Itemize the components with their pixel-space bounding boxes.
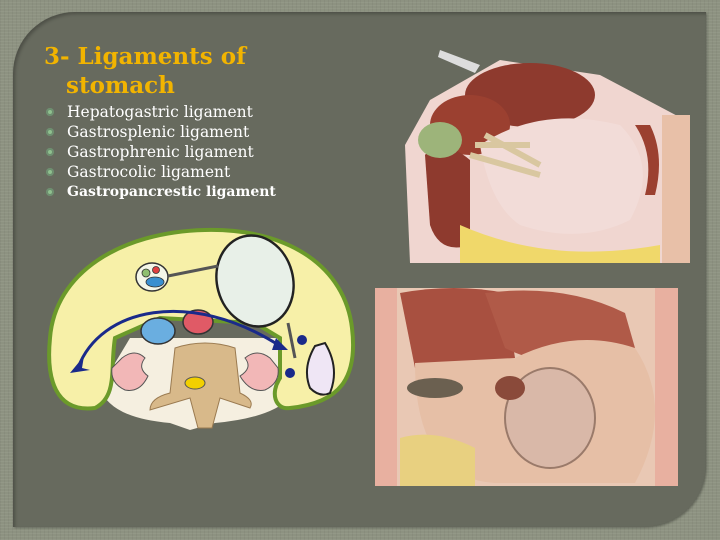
ligament-list: Hepatogastric ligament Gastrosplenic lig… (44, 102, 276, 202)
list-item: Gastrocolic ligament (44, 162, 276, 182)
bullet-icon (46, 148, 54, 156)
list-item: Gastrophrenic ligament (44, 142, 276, 162)
bullet-icon (46, 128, 54, 136)
list-item: Gastrosplenic ligament (44, 122, 276, 142)
bullet-icon (46, 168, 54, 176)
stomach-omental-bursa-anatomy-illustration-bottom (375, 288, 678, 486)
bullet-icon (46, 108, 54, 116)
list-item: Hepatogastric ligament (44, 102, 276, 122)
title-line-1: 3- Ligaments of (44, 43, 246, 70)
list-item: Gastropancrestic ligament (44, 182, 276, 202)
abdominal-cross-section-diagram (40, 218, 370, 433)
title-line-2: stomach (66, 72, 175, 99)
stomach-ligaments-anatomy-illustration-top (400, 45, 695, 263)
slide-title: 3- Ligaments of stomach (44, 42, 246, 100)
bullet-icon (46, 188, 54, 196)
